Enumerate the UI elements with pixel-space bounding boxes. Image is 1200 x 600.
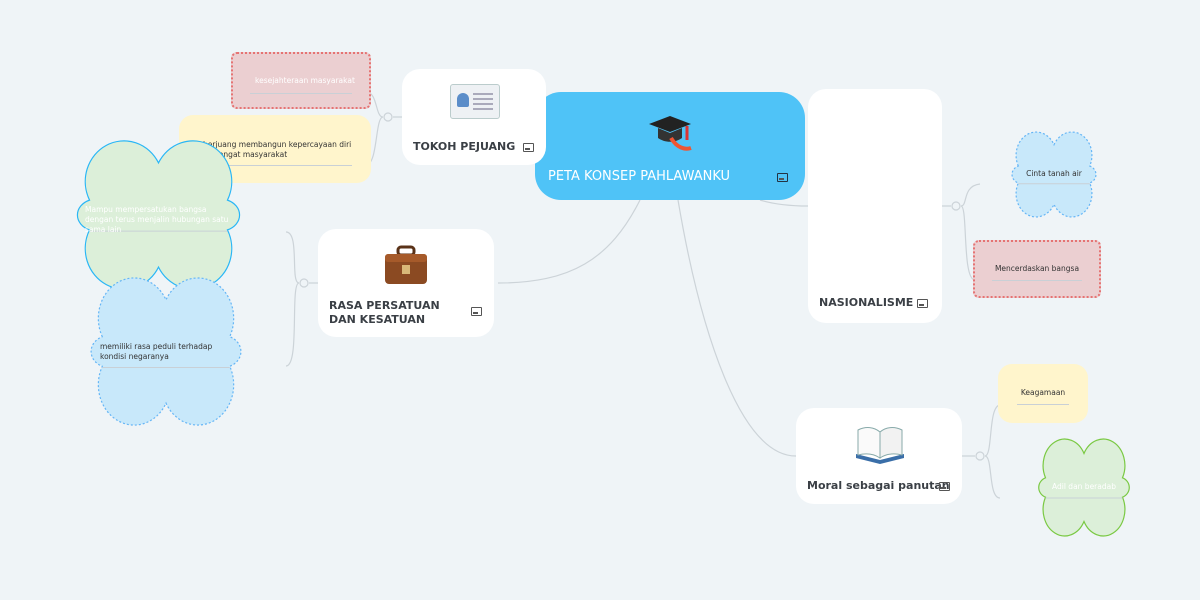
topic-title: Moral sebagai panutan — [807, 479, 950, 492]
topic-title: TOKOH PEJUANG — [413, 140, 516, 153]
topic-nasionalisme[interactable]: NASIONALISME — [808, 89, 942, 323]
subtopic-cinta-tanah-air[interactable]: Cinta tanah air — [1026, 169, 1082, 178]
subtopic-kesejahteraan[interactable]: kesejahteraan masyarakat — [231, 52, 371, 109]
topic-rasa-persatuan[interactable]: RASA PERSATUAN DAN KESATUAN — [318, 229, 494, 337]
image-icon[interactable] — [777, 173, 788, 182]
connector-rasa — [497, 199, 641, 284]
subtopic-adil[interactable]: Adil dan beradab — [1052, 482, 1116, 491]
subtopic-memiliki[interactable]: memiliki rasa peduli terhadap kondisi ne… — [100, 342, 213, 361]
connector-moral — [677, 199, 797, 457]
book-icon — [854, 424, 906, 468]
subtopic-mencerdaskan[interactable]: Mencerdaskan bangsa — [973, 240, 1101, 298]
image-icon[interactable] — [917, 299, 928, 308]
subtopic-keagamaan[interactable]: Keagamaan — [998, 364, 1088, 423]
connector-nasionalisme — [759, 199, 809, 207]
topic-title: NASIONALISME — [819, 296, 914, 309]
subtopic-mampu[interactable]: Mampu mempersatukan bangsa dengan terus … — [85, 205, 229, 234]
image-icon[interactable] — [471, 307, 482, 316]
central-title: PETA KONSEP PAHLAWANKU — [548, 169, 731, 184]
image-icon[interactable] — [523, 143, 534, 152]
topic-title: RASA PERSATUAN DAN KESATUAN — [329, 299, 440, 326]
id-card-icon — [450, 84, 500, 119]
topic-moral[interactable]: Moral sebagai panutan — [796, 408, 962, 504]
briefcase-icon — [383, 245, 429, 291]
graduation-cap-icon — [647, 112, 693, 156]
central-topic[interactable]: PETA KONSEP PAHLAWANKU — [535, 92, 805, 200]
topic-tokoh-pejuang[interactable]: TOKOH PEJUANG — [402, 69, 546, 165]
image-icon[interactable] — [939, 482, 950, 491]
